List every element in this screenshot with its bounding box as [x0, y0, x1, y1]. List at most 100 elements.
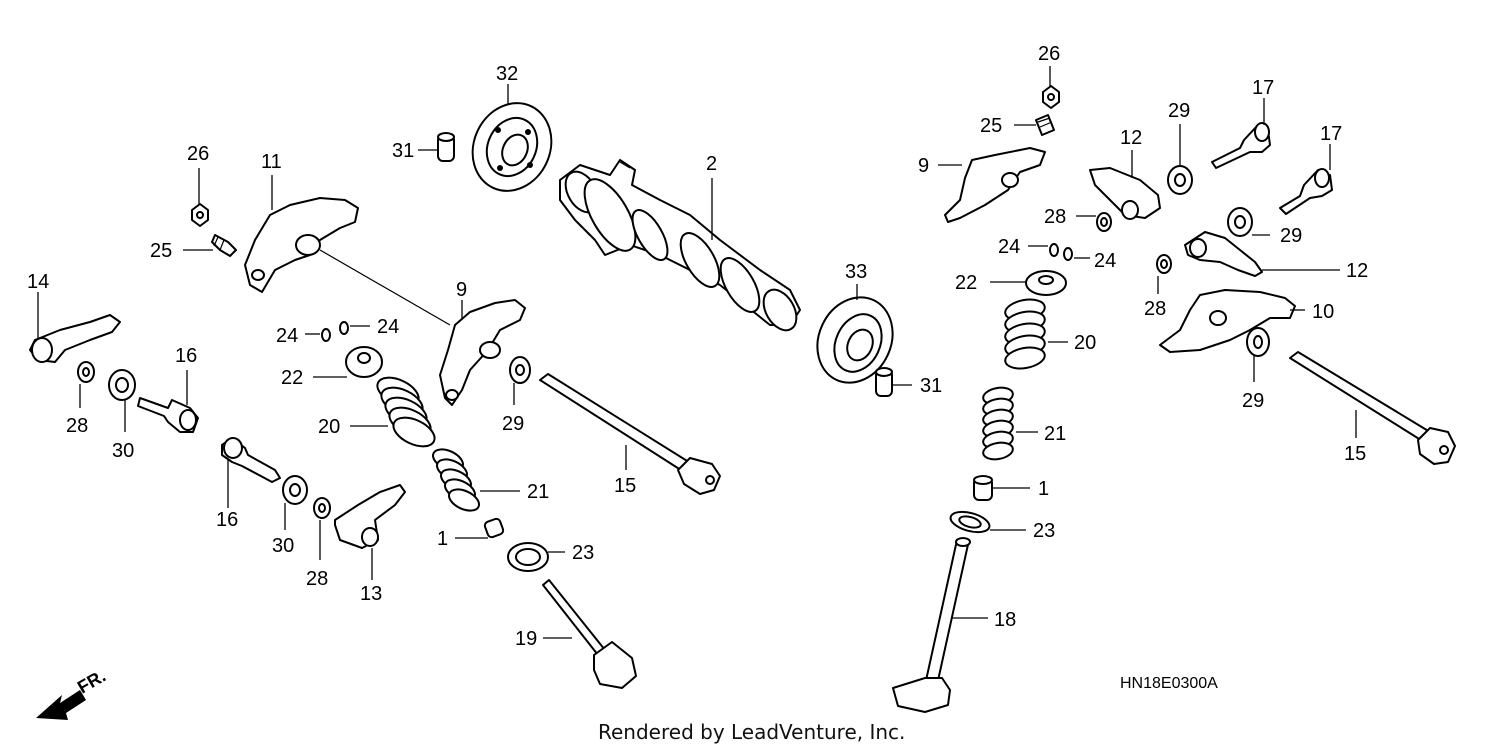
rocker-arm-shaft-left [29, 314, 121, 363]
spring-seat-left [507, 542, 549, 572]
valve-spring-outer-right [1004, 298, 1046, 370]
valve-cotters-left [321, 321, 349, 342]
part-label-1-left: 1 [437, 528, 448, 550]
adjusting-screw-left [211, 234, 237, 257]
washer-left-2 [313, 497, 331, 519]
thrust-washer-right-lower [1246, 327, 1270, 357]
part-label-12-upper: 12 [1120, 127, 1142, 149]
push-rod-center [539, 373, 721, 495]
valve-spring-outer-left [376, 376, 436, 448]
part-label-29-center: 29 [502, 413, 524, 435]
part-label-28-right-upper: 28 [1044, 206, 1066, 228]
rocker-shaft-bolt-right-1 [1211, 122, 1271, 169]
washer-right-lower [1156, 254, 1172, 274]
rocker-arm-right-lower [1159, 289, 1296, 353]
part-label-20-left: 20 [318, 416, 340, 438]
push-rod-right [1289, 351, 1456, 465]
part-label-22-right: 22 [955, 272, 977, 294]
dowel-pin-upper [437, 132, 455, 162]
part-label-29-lower: 29 [1242, 390, 1264, 412]
thrust-washer-right-mid [1227, 207, 1253, 237]
part-label-23-right: 23 [1033, 520, 1055, 542]
part-label-25-left: 25 [150, 240, 172, 262]
part-label-9-right: 9 [918, 155, 929, 177]
part-label-9-center: 9 [456, 279, 467, 301]
rocker-arm-center [439, 299, 526, 406]
washer-left-1 [77, 361, 95, 383]
part-label-2: 2 [706, 153, 717, 175]
rocker-shaft-bolt-left-1 [137, 397, 199, 433]
part-label-29-mid: 29 [1280, 225, 1302, 247]
part-label-31-upper: 31 [392, 140, 414, 162]
thrust-washer-center [509, 356, 531, 384]
rocker-arm-shaft-right-upper [1089, 167, 1161, 220]
o-ring-left-1 [108, 369, 136, 401]
part-label-12-lower: 12 [1346, 260, 1368, 282]
rocker-arm-shaft-left-lower [334, 484, 406, 549]
bearing-lower [816, 296, 894, 384]
part-label-32: 32 [496, 63, 518, 85]
part-label-33: 33 [845, 261, 867, 283]
lock-nut-left [191, 203, 209, 227]
part-label-25-right: 25 [980, 115, 1002, 137]
part-label-28-left-2: 28 [306, 568, 328, 590]
part-label-26-left: 26 [187, 143, 209, 165]
part-label-28-left-1: 28 [66, 415, 88, 437]
intake-valve [542, 579, 637, 689]
washer-right-upper [1096, 212, 1112, 232]
valve-cotters-right [1049, 243, 1073, 261]
thrust-washer-right-upper [1167, 165, 1193, 195]
part-label-16-left-2: 16 [216, 509, 238, 531]
part-label-19: 19 [515, 628, 537, 650]
part-label-28-right-lower: 28 [1144, 298, 1166, 320]
part-label-30-left-1: 30 [112, 440, 134, 462]
rocker-arm-right-upper [944, 147, 1046, 223]
part-label-24-left-b: 24 [377, 316, 399, 338]
rocker-arm-left-upper [244, 197, 359, 293]
camshaft [559, 159, 801, 332]
adjusting-screw-right [1035, 114, 1055, 136]
part-label-18: 18 [994, 609, 1016, 631]
spring-seat-right [949, 510, 991, 534]
valve-stem-seal-left [483, 517, 505, 539]
part-label-15-center: 15 [614, 475, 636, 497]
part-label-13: 13 [360, 583, 382, 605]
part-label-24-left-a: 24 [276, 325, 298, 347]
part-label-24-right-b: 24 [1094, 250, 1116, 272]
part-label-17-lower: 17 [1320, 123, 1342, 145]
bearing-upper [471, 102, 553, 192]
rocker-shaft-bolt-left-2 [221, 437, 281, 483]
part-label-30-left-2: 30 [272, 535, 294, 557]
part-label-23-left: 23 [572, 542, 594, 564]
part-label-16-left-1: 16 [175, 345, 197, 367]
valve-spring-inner-right [982, 386, 1014, 461]
part-label-22-left: 22 [281, 367, 303, 389]
dowel-pin-lower [875, 367, 893, 397]
valve-retainer-left [345, 346, 383, 378]
part-label-26-right: 26 [1038, 43, 1060, 65]
valve-retainer-right [1025, 270, 1067, 296]
lock-nut-right [1042, 85, 1060, 109]
part-label-1-right: 1 [1038, 478, 1049, 500]
part-label-15-right: 15 [1344, 443, 1366, 465]
o-ring-left-2 [282, 475, 308, 505]
rocker-arm-shaft-right-lower [1184, 231, 1263, 277]
part-label-10: 10 [1312, 301, 1334, 323]
front-direction-arrow: FR. [36, 666, 109, 720]
diagram-code: HN18E0300A [1120, 675, 1218, 692]
part-label-29-upper: 29 [1168, 100, 1190, 122]
rocker-shaft-bolt-right-2 [1279, 168, 1333, 215]
valve-spring-inner-left [432, 448, 480, 512]
part-label-31-lower: 31 [920, 375, 942, 397]
exhaust-valve [892, 537, 971, 713]
part-label-20-right: 20 [1074, 332, 1096, 354]
part-label-21-right: 21 [1044, 423, 1066, 445]
valve-stem-seal-right [973, 475, 993, 501]
part-label-14: 14 [27, 271, 49, 293]
part-label-24-right-a: 24 [998, 236, 1020, 258]
part-label-21-left: 21 [527, 481, 549, 503]
part-label-11: 11 [261, 151, 282, 173]
part-label-17-upper: 17 [1252, 77, 1274, 99]
render-credit: Rendered by LeadVenture, Inc. [598, 720, 905, 744]
